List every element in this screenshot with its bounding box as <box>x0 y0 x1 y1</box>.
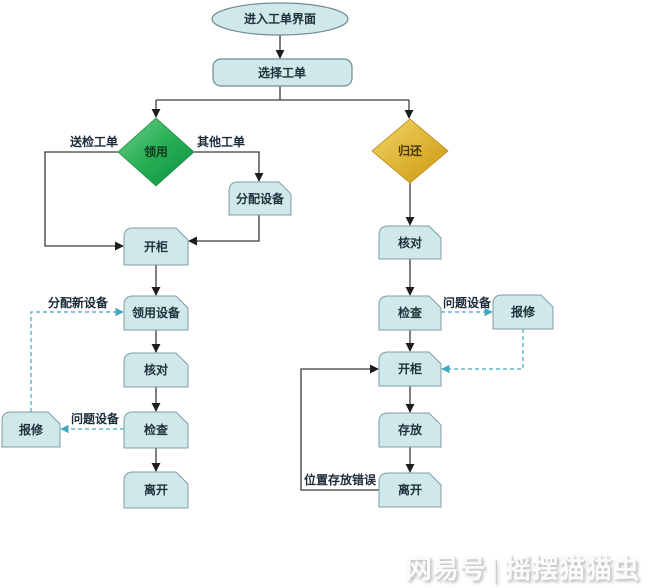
node-claim-device-label: 领用设备 <box>132 305 181 320</box>
node-inspect-right-shape <box>378 295 442 331</box>
node-start-ellipse <box>211 2 349 36</box>
edge-inspection-order-to-open-cabinet <box>44 151 124 251</box>
node-leave-right-shape <box>378 472 442 508</box>
edge-assign-new-device <box>30 307 124 412</box>
node-open-cabinet-left-shape <box>123 227 189 266</box>
node-store-device-label: 存放 <box>397 422 423 437</box>
edge-label-inspection-order: 送检工单 <box>69 134 118 149</box>
node-repair-right-shape <box>492 294 554 330</box>
node-select-order-label: 选择工单 <box>258 65 306 80</box>
node-inspect-right-label: 检查 <box>398 305 423 320</box>
node-inspect-left-shape <box>123 411 189 449</box>
edge-label-wrong-position: 位置存放错误 <box>304 472 377 487</box>
edge-wrong-position-loop <box>300 364 379 491</box>
node-leave-left-label: 离开 <box>144 482 168 497</box>
node-open-cabinet-right-shape <box>378 351 442 387</box>
edge-label-problem-device-right: 问题设备 <box>443 295 492 310</box>
node-decision-return-diamond <box>371 118 449 184</box>
node-verify-left-label: 核对 <box>144 362 168 377</box>
node-leave-left-shape <box>123 471 189 509</box>
node-decision-claim-label: 领用 <box>144 144 168 159</box>
node-decision-return-label: 归还 <box>398 143 423 158</box>
node-repair-left-shape <box>1 411 61 448</box>
node-inspect-left-label: 检查 <box>144 422 169 437</box>
node-decision-claim-diamond <box>117 117 195 187</box>
node-repair-left-label: 报修 <box>19 422 44 437</box>
node-verify-right-shape <box>378 225 442 260</box>
watermark-author: 摇摆猫猫虫 <box>504 555 640 584</box>
node-select-order-rect <box>212 58 353 87</box>
watermark: 网易号|摇摆猫猫虫 <box>406 549 640 586</box>
edge-assign-to-open-cabinet <box>188 215 260 246</box>
edge-label-problem-device-left: 问题设备 <box>71 411 120 426</box>
watermark-separator: | <box>492 555 499 584</box>
node-open-cabinet-left-label: 开柜 <box>144 239 168 254</box>
node-store-device-shape <box>378 412 442 448</box>
node-repair-right-label: 报修 <box>511 304 536 319</box>
node-open-cabinet-right-label: 开柜 <box>398 361 422 376</box>
node-start-label: 进入工单界面 <box>244 11 316 26</box>
watermark-platform: 网易号 <box>405 555 487 584</box>
node-verify-right-label: 核对 <box>398 235 422 250</box>
edge-repair-to-open-cabinet <box>441 329 524 374</box>
node-leave-right-label: 离开 <box>398 482 422 497</box>
edge-other-order-to-assign <box>194 151 264 182</box>
node-assign-device-shape <box>228 181 292 216</box>
node-verify-left-shape <box>123 352 189 388</box>
node-claim-device-shape <box>123 295 189 331</box>
node-assign-device-label: 分配设备 <box>236 191 285 206</box>
edge-label-other-order: 其他工单 <box>197 134 245 149</box>
edge-label-assign-new-device: 分配新设备 <box>48 295 109 310</box>
